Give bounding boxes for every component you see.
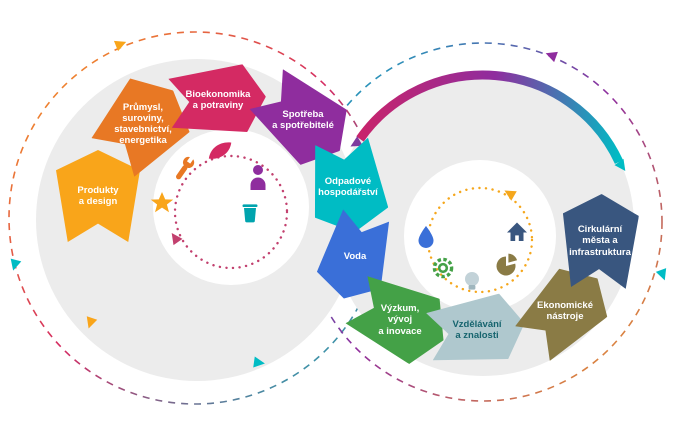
inner-dotted-ring-left: [173, 154, 289, 270]
house-icon: [507, 222, 527, 241]
loop-center-left: [153, 129, 309, 285]
lightbulb-icon: [465, 272, 479, 290]
dashed-arrowhead-teal-left: [7, 258, 22, 273]
pie-chart-icon: [496, 253, 517, 276]
inner-dotted-ring-right: [426, 186, 534, 294]
person-icon: [250, 165, 266, 190]
star-icon: [150, 192, 174, 213]
trash-bin-icon: [242, 204, 258, 223]
dashed-arrowhead-teal-right: [655, 268, 670, 283]
dashed-arrowhead-purple-right: [543, 48, 558, 63]
wrench-icon: [176, 155, 195, 180]
ring-gradient-arc: [356, 70, 624, 164]
gear-icon: [432, 257, 454, 279]
water-drop-icon: [418, 226, 434, 248]
leaf-icon: [208, 142, 232, 159]
